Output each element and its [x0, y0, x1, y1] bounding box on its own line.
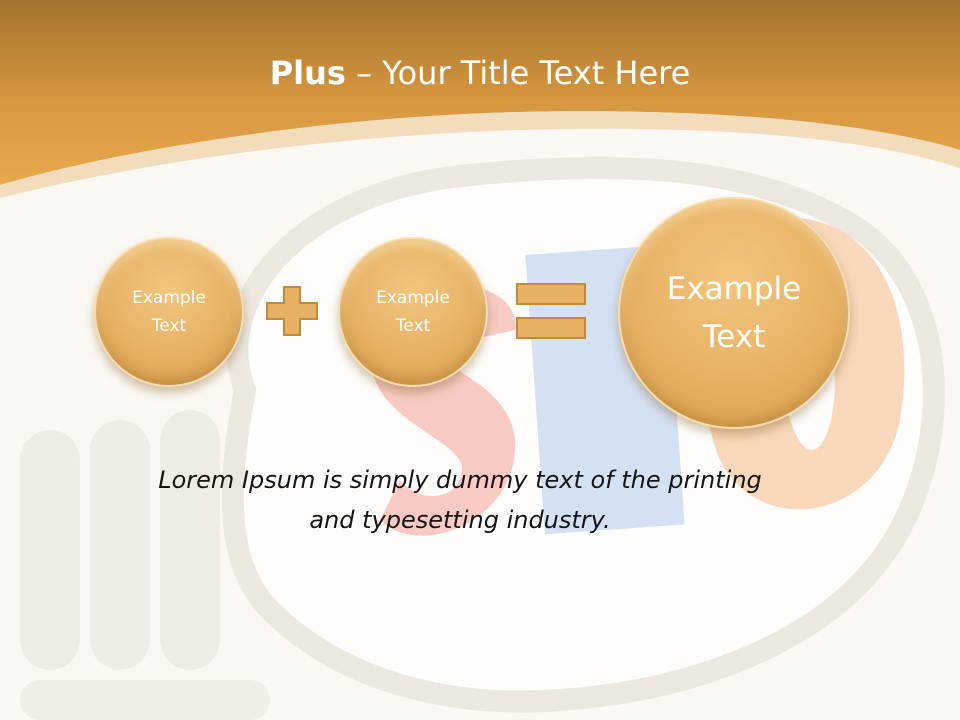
body-line-2: and typesetting industry.	[309, 506, 611, 534]
example-circle-result[interactable]: Example Text	[618, 197, 850, 429]
title-rest: – Your Title Text Here	[345, 54, 691, 92]
plus-icon	[266, 286, 318, 336]
circle-1-line-2: Text	[151, 316, 187, 336]
body-text: Lorem Ipsum is simply dummy text of the …	[100, 460, 820, 540]
example-circle-2[interactable]: Example Text	[338, 237, 488, 387]
circle-2-line-1: Example	[376, 288, 450, 308]
circle-3-line-2: Text	[702, 319, 766, 355]
circle-1-line-1: Example	[132, 288, 206, 308]
equals-icon	[516, 283, 586, 339]
title-bold: Plus	[269, 54, 346, 92]
circle-3-line-1: Example	[666, 271, 802, 307]
body-line-1: Lorem Ipsum is simply dummy text of the …	[158, 466, 762, 494]
slide-title: Plus – Your Title Text Here	[0, 54, 960, 92]
circle-2-line-2: Text	[395, 316, 431, 336]
example-circle-1[interactable]: Example Text	[94, 237, 244, 387]
